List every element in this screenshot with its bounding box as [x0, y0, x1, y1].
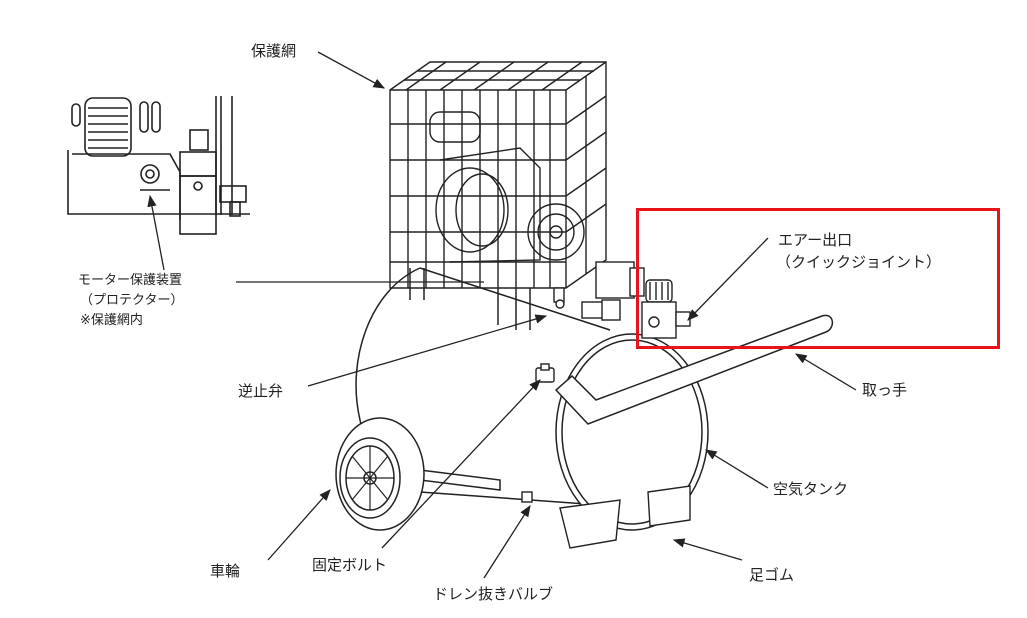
fixing-bolt-part: [535, 363, 555, 383]
label-air-outlet: エアー出口: [778, 231, 853, 249]
label-handle: 取っ手: [862, 381, 908, 399]
handle-bar: [554, 314, 834, 425]
regulator-assembly: [553, 261, 691, 339]
label-check-valve: 逆止弁: [238, 382, 284, 400]
label-motor-protector: モーター保護装置: [78, 273, 183, 288]
protector-inset: [67, 96, 250, 235]
label-guard-net: 保護網: [251, 42, 297, 60]
rubber-feet: [521, 485, 691, 549]
wheel-part: [335, 417, 501, 531]
label-air-tank: 空気タンク: [773, 480, 849, 498]
label-wheel: 車輪: [210, 562, 241, 580]
label-motor-protector-note: ※保護網内: [80, 313, 143, 328]
label-motor-protector-sub: （プロテクター）: [80, 293, 184, 308]
label-rubber-foot: 足ゴム: [749, 566, 795, 584]
leader-lines: [147, 51, 857, 579]
highlight-box-air-outlet: [636, 208, 1000, 349]
label-air-outlet-sub: （クイックジョイント）: [776, 253, 942, 271]
guard-net-cage: [389, 61, 607, 289]
label-fixing-bolt: 固定ボルト: [312, 556, 388, 574]
label-drain-valve: ドレン抜きバルブ: [433, 585, 554, 603]
